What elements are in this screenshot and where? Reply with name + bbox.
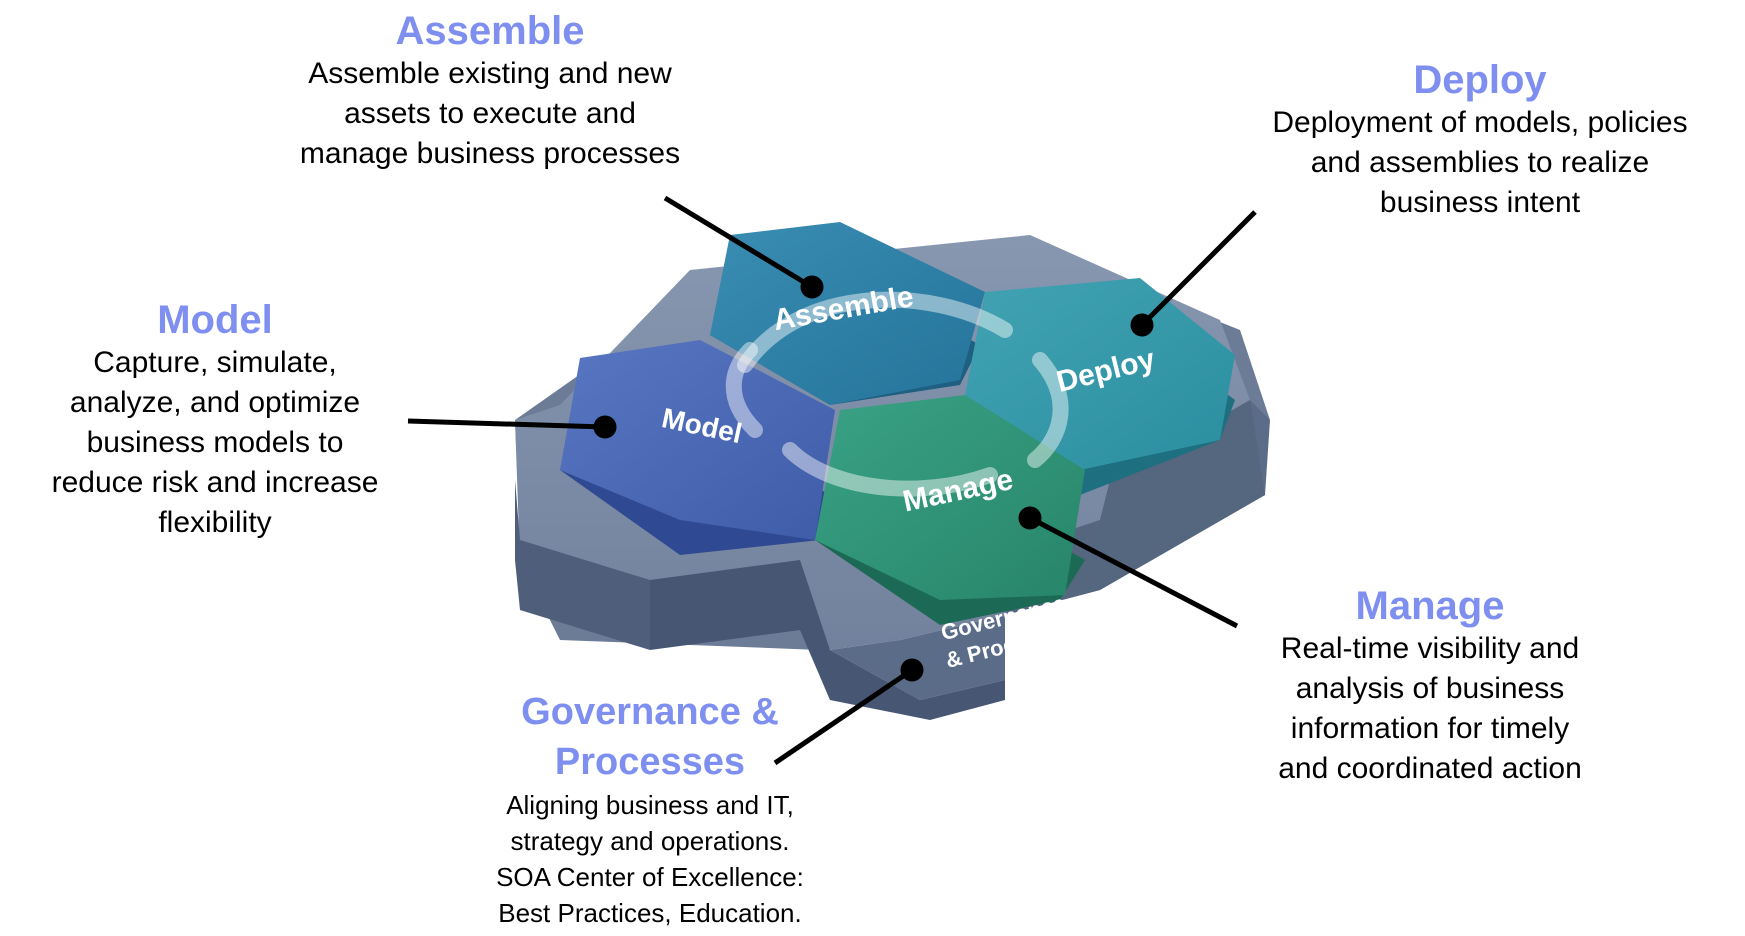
- cycle-arrow-right: [1027, 352, 1069, 468]
- cycle-arrow: [725, 291, 1069, 497]
- model-hex[interactable]: [560, 340, 835, 555]
- assemble-heading: Assemble: [395, 9, 585, 53]
- leader-assemble: [663, 195, 814, 290]
- deploy-description: Deployment of models, policies and assem…: [1272, 106, 1688, 219]
- manage-hex-top: [815, 395, 1085, 600]
- leader-model: [407, 418, 606, 430]
- governance-heading: Governance & Processes: [521, 691, 779, 783]
- model-description: Capture, simulate, analyze, and optimize…: [51, 346, 379, 539]
- leader-dot-governance: [900, 658, 924, 682]
- leader-dot-model: [593, 415, 617, 439]
- leader-deploy: [1140, 210, 1257, 327]
- governance-description: Aligning business and IT, strategy and o…: [496, 790, 804, 928]
- manage-heading: Manage: [1355, 584, 1505, 628]
- cycle-arrow-top: [737, 291, 1013, 373]
- model-heading: Model: [157, 298, 273, 342]
- deploy-hex[interactable]: [965, 278, 1235, 495]
- cycle-arrow-bottom: [782, 442, 998, 497]
- model-hex-top: [560, 340, 835, 540]
- assemble-callout: Assemble Assemble existing and new asset…: [240, 8, 740, 174]
- leader-manage: [1028, 515, 1239, 629]
- leader-dot-manage: [1018, 506, 1042, 530]
- governance-callout: Governance & Processes Aligning business…: [430, 687, 870, 931]
- leader-dot-assemble: [800, 275, 824, 299]
- cycle-arrow-left: [725, 342, 763, 438]
- leader-governance: [773, 667, 914, 766]
- assemble-description: Assemble existing and new assets to exec…: [299, 57, 681, 170]
- platform-side-bottom: [650, 560, 1005, 720]
- leader-lines: [407, 195, 1257, 766]
- manage-callout: Manage Real-time visibility and analysis…: [1210, 583, 1650, 789]
- manage-hex[interactable]: [815, 395, 1085, 625]
- deploy-hex-top: [965, 278, 1235, 470]
- manage-description: Real-time visibility and analysis of bus…: [1278, 632, 1582, 785]
- leader-dot-deploy: [1130, 313, 1154, 337]
- deploy-callout: Deploy Deployment of models, policies an…: [1220, 57, 1740, 223]
- model-callout: Model Capture, simulate, analyze, and op…: [0, 297, 430, 543]
- platform-side-left: [515, 480, 650, 650]
- deploy-heading: Deploy: [1413, 58, 1547, 102]
